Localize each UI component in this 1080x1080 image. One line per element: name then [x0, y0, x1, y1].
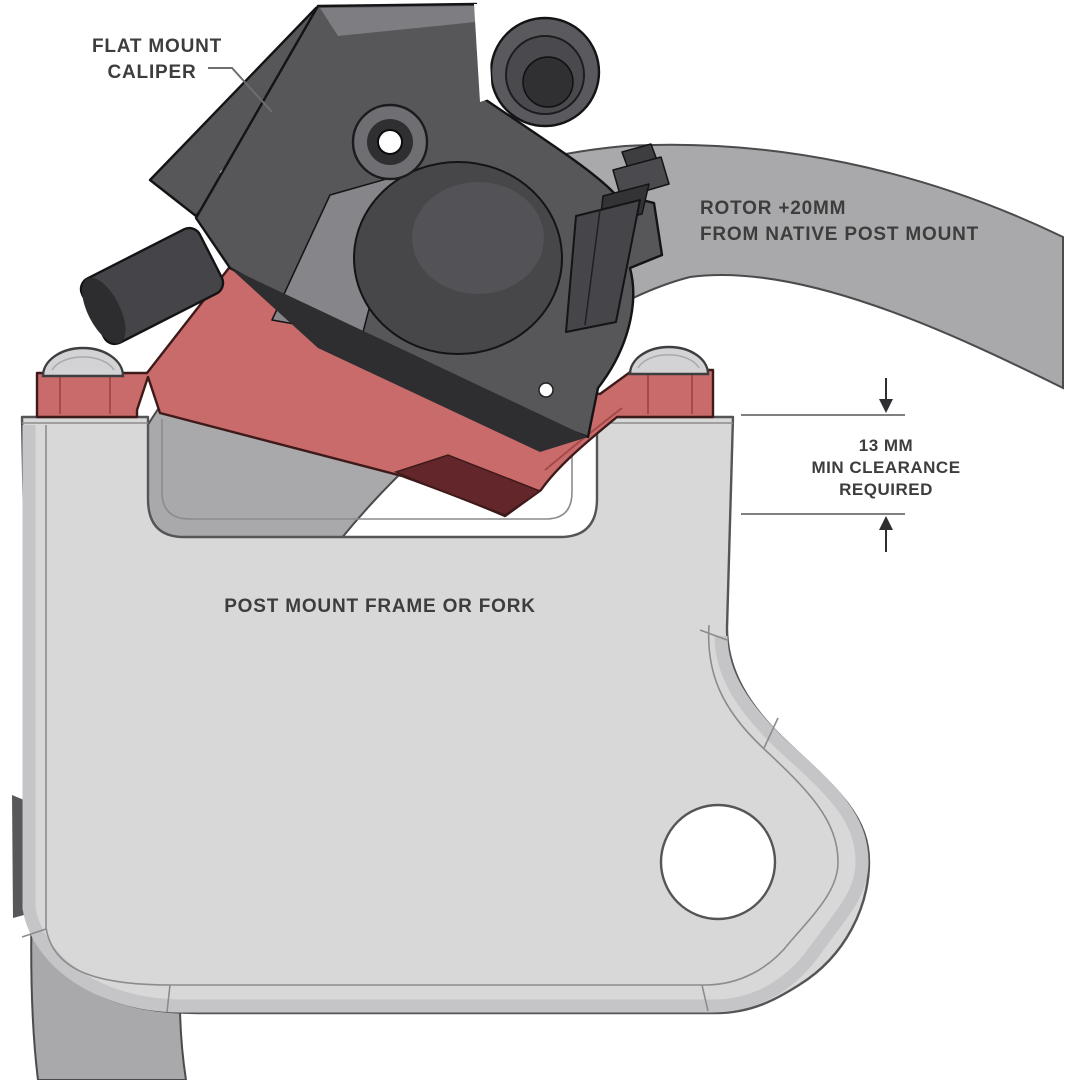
- frame-label: POST MOUNT FRAME OR FORK: [224, 596, 536, 617]
- caliper-label-line2: CALIPER: [108, 62, 197, 83]
- pad-pin-dot: [538, 382, 554, 398]
- frame-body: [20, 415, 871, 1015]
- left-bolt-dome: [41, 346, 125, 378]
- cylinder-cap: [82, 277, 126, 344]
- adapter: [35, 262, 715, 518]
- notch-inner-line: [161, 419, 573, 520]
- left-bolt-dome-shine: [51, 356, 115, 371]
- bleed-collar: [612, 156, 670, 199]
- right-bolt-dome: [628, 345, 710, 376]
- caliper-underside-shadow: [230, 268, 588, 452]
- adapter-bolt-boss-lines: [59, 374, 693, 414]
- mount-bolt-hole: [377, 129, 403, 155]
- caliper-label-leader: [208, 67, 273, 113]
- rotor-label-line1: ROTOR +20MM: [700, 198, 846, 219]
- banjo-facet-line: [584, 209, 601, 326]
- frame-inner-edge-line: [45, 425, 839, 986]
- annotations: FLAT MOUNT CALIPER ROTOR +20MM FROM NATI…: [92, 36, 979, 617]
- bleed-fitting: [565, 143, 670, 333]
- arrow-head-bottom: [879, 516, 893, 530]
- fork-edge-sliver: [12, 795, 24, 918]
- clearance-dimension: [741, 378, 905, 552]
- mounting-bolts: [41, 345, 710, 378]
- adapter-underside: [393, 454, 542, 516]
- rotor-label-line2: FROM NATIVE POST MOUNT: [700, 224, 979, 245]
- caliper-top-face: [320, 6, 476, 36]
- clearance-label-line3: REQUIRED: [839, 480, 933, 499]
- frame-corner-ticks: [21, 629, 779, 1013]
- caliper-lug-gap: [474, 4, 492, 102]
- arrow-head-top: [879, 399, 893, 413]
- right-bolt-dome-shine: [637, 353, 700, 369]
- clearance-label-line1: 13 MM: [859, 436, 913, 455]
- caliper-label-line1: FLAT MOUNT: [92, 36, 222, 57]
- caliper-piston-lobe-highlight: [412, 182, 544, 294]
- dropout-hole: [659, 803, 777, 921]
- caliper-lug-core: [522, 56, 574, 108]
- pad-adjuster-cylinder: [79, 226, 225, 346]
- post-mount-frame: [20, 415, 871, 1015]
- frame-edge-band: [22, 425, 869, 1013]
- flat-mount-caliper: [79, 2, 670, 452]
- banjo-body: [565, 199, 641, 333]
- clearance-label-line2: MIN CLEARANCE: [811, 458, 960, 477]
